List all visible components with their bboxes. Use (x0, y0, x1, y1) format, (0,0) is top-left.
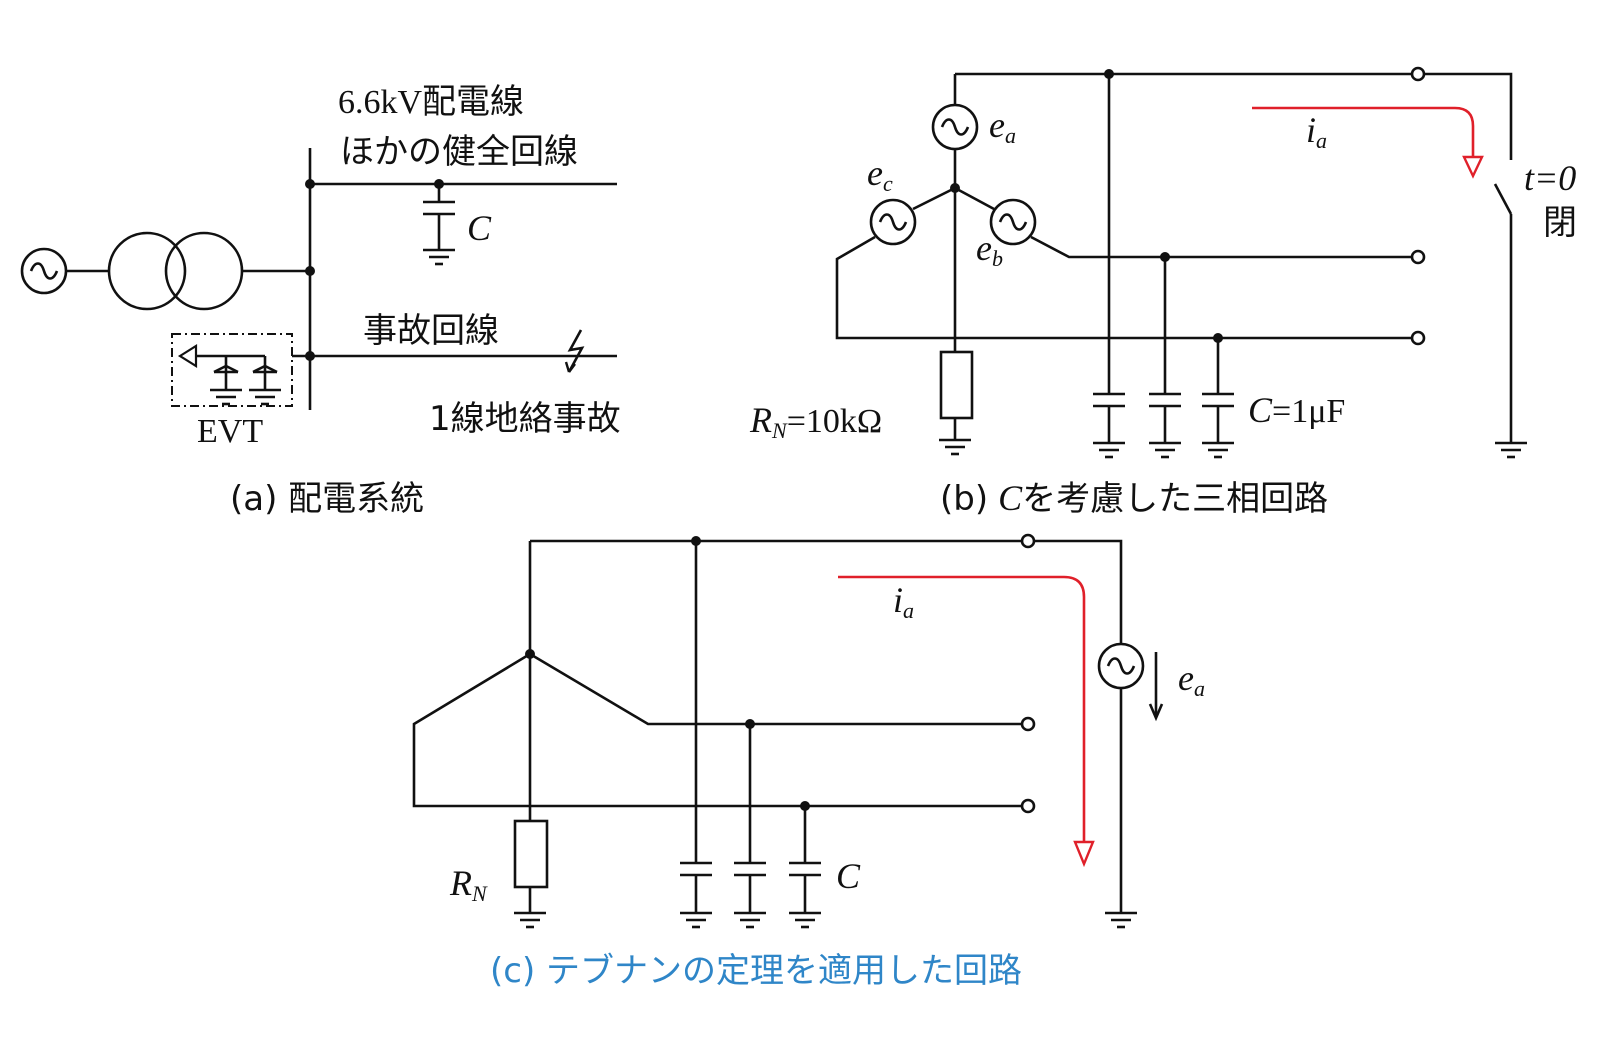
terminal-a (1410, 66, 1426, 82)
resistor-rn (939, 350, 974, 420)
evt-icon (171, 333, 310, 407)
label-ec: ec (867, 153, 893, 196)
diagram-b: ea ec eb ia t=0 閉 RN=10kΩ C=1μF (b)Cを考慮し… (749, 66, 1577, 519)
line-label-healthy: ほかの健全回線 (340, 132, 578, 172)
capacitor-b (1147, 392, 1183, 459)
label-c-c: C (836, 856, 861, 896)
capacitor-c (1200, 392, 1236, 459)
caption-a: (a) 配電系統 (230, 479, 424, 519)
terminal-c (1410, 330, 1426, 346)
switch-state-label: 閉 (1543, 203, 1577, 243)
label-ia-c: ia (893, 580, 914, 623)
evt-label: EVT (197, 413, 263, 450)
lightning-fault-icon (567, 329, 585, 373)
label-eb: eb (976, 228, 1003, 271)
caption-b: (b)Cを考慮した三相回路 (940, 478, 1328, 519)
current-arrow-ia (1252, 106, 1475, 158)
terminal-b (1410, 249, 1426, 265)
transformer-icon (107, 231, 244, 311)
label-rn: RN=10kΩ (749, 400, 882, 443)
source-eb-icon (989, 198, 1037, 246)
caption-c: (c) テブナンの定理を適用した回路 (490, 951, 1022, 991)
diagram-a: 6.6kV配電線 ほかの健全回線 C 事故回線 1線地絡事故 EVT (a) 配… (20, 83, 621, 519)
line-label-voltage: 6.6kV配電線 (338, 83, 524, 121)
label-c-value: C=1μF (1248, 390, 1345, 430)
label-ea: ea (989, 105, 1016, 148)
capacitor-a (1091, 392, 1127, 459)
ac-source-icon (20, 247, 68, 295)
diagram-c: ia ea RN C (c) テブナンの定理を適用した回路 (412, 533, 1205, 991)
label-ea-c: ea (1178, 658, 1205, 701)
capacitor-label: C (467, 208, 492, 248)
label-ia: ia (1306, 110, 1327, 153)
current-arrow-ia-c (838, 575, 1086, 844)
resistor-rn-c (513, 819, 549, 889)
fault-label: 1線地絡事故 (429, 399, 621, 439)
thevenin-source-icon (1097, 642, 1145, 690)
fault-line-label: 事故回線 (363, 311, 499, 351)
switch-icon (1493, 183, 1513, 215)
source-ec-icon (869, 198, 917, 246)
label-rn-c: RN (449, 863, 488, 906)
switch-time-label: t=0 (1524, 158, 1576, 198)
source-ea-icon (931, 103, 979, 151)
